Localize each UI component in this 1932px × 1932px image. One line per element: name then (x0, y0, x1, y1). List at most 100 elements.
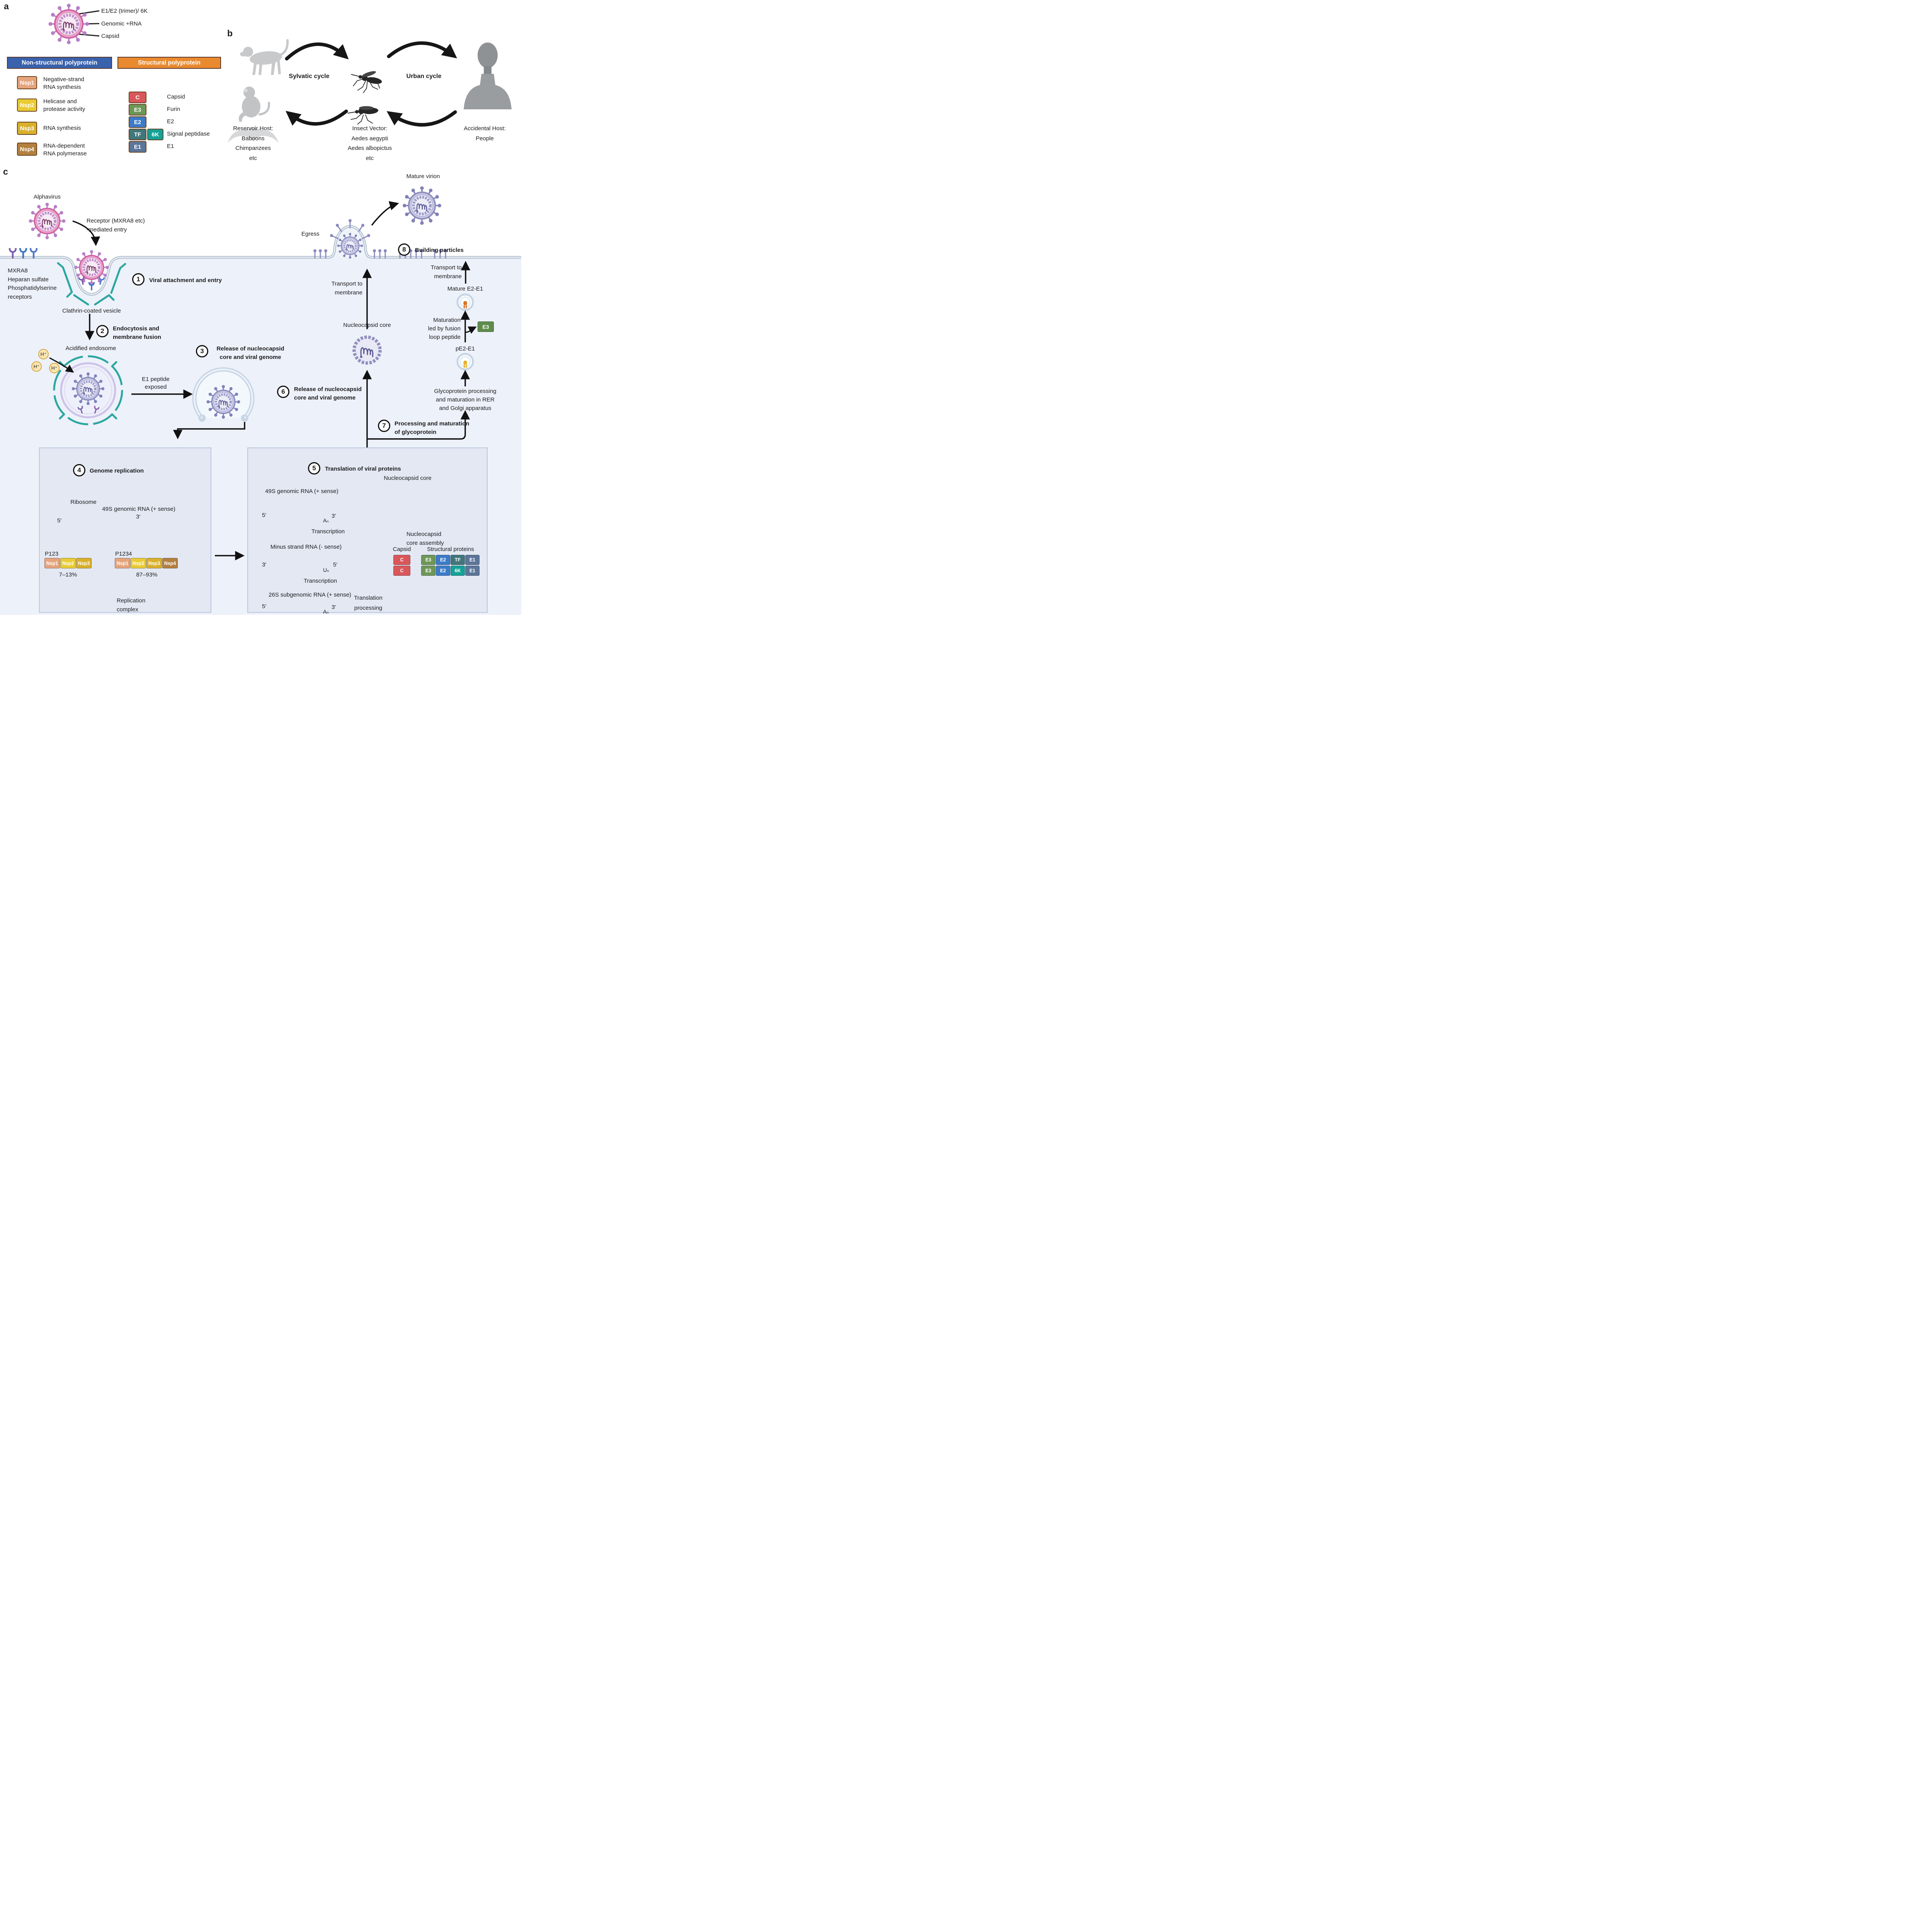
mosquito-icon (347, 106, 379, 125)
step-3-circle: 3 (196, 345, 208, 357)
translation-box (247, 447, 488, 613)
h-plus-ion: H⁺ (49, 363, 60, 373)
nonstructural-header: Non-structural polyprotein (7, 57, 112, 69)
alphavirus-icon (29, 203, 65, 239)
p1234-nsp2: Nsp2 (131, 558, 146, 568)
sp-tf: TF (451, 555, 465, 565)
egress-label: Egress (301, 231, 320, 237)
transcription-label-1: Transcription (311, 528, 345, 535)
step-1-circle: 1 (132, 273, 145, 286)
accidental-host-label: Accidental Host: People (464, 125, 506, 142)
nsp1-badge: Nsp1 (17, 76, 37, 89)
pe2-e1-label: pE2-E1 (455, 345, 475, 352)
mature-virion-label: Mature virion (406, 173, 440, 180)
sp-e1-2: E1 (465, 566, 480, 576)
step-7-label: Processing and maturation of glycoprotei… (395, 420, 469, 435)
subgenomic-label: 26S subgenomic RNA (+ sense) (269, 592, 351, 598)
e2-desc: E2 (167, 118, 174, 125)
reservoir-host-label: Reservoir Host: Baboons Chimpanzees etc (233, 125, 273, 162)
step-5-circle: 5 (308, 462, 320, 474)
human-icon (464, 43, 512, 109)
fusing-endosome-cup (192, 367, 255, 422)
capsid-c-2: C (393, 566, 410, 576)
five-prime-4: 5' (262, 603, 267, 610)
mature-virion-icon (403, 186, 441, 225)
e3-desc: Furin (167, 106, 180, 112)
three-prime-3: 3' (262, 561, 267, 568)
receptor-entry-label: Receptor (MXRA8 etc) -mediated entry (87, 218, 145, 233)
e3-release-arrow (465, 327, 477, 334)
proton-arrow (49, 357, 74, 373)
capsid-label: Capsid (393, 546, 411, 553)
tf-badge: TF (129, 129, 146, 140)
plasma-membrane (0, 225, 521, 296)
five-prime: 5' (57, 517, 62, 524)
figure-alphavirus-lifecycle: a b c E1/E2 (trimer)/ 6K Genomic +RNA Ca… (0, 0, 521, 615)
alphavirus-structure-icon (48, 3, 89, 44)
p1234-nsp1: Nsp1 (115, 558, 130, 568)
nucleocapsid-core-icon (354, 337, 380, 363)
virus-label-capsid: Capsid (101, 33, 119, 39)
mature-e2e1-icon (457, 294, 473, 310)
p123-label: P123 (45, 551, 59, 557)
alphavirus-label: Alphavirus (33, 194, 61, 200)
p1234-nsp4: Nsp4 (162, 558, 178, 568)
sylvatic-cycle-label: Sylvatic cycle (289, 73, 330, 80)
structural-proteins-label: Structural proteins (427, 546, 474, 553)
transcription-label-2: Transcription (304, 578, 337, 584)
p1234-label: P1234 (115, 551, 132, 557)
mosquito-icon (351, 71, 382, 94)
glycoprotein-branch-arrow (367, 410, 470, 440)
e3-badge: E3 (129, 104, 146, 116)
c-badge: C (129, 92, 146, 103)
five-prime-3: 5' (333, 561, 338, 568)
p123-nsp1: Nsp1 (44, 558, 60, 568)
glycoprotein-processing-label: Glycoprotein processing and maturation i… (434, 388, 497, 412)
urban-cycle-label: Urban cycle (406, 73, 442, 80)
pe2-e1-icon (457, 354, 473, 369)
pct-left: 7–13% (59, 571, 77, 578)
e2-badge: E2 (129, 116, 146, 128)
panel-b-label: b (227, 28, 233, 38)
mature-e2e1-label: Mature E2-E1 (447, 286, 483, 292)
step-6-circle: 6 (277, 386, 289, 398)
e1-badge: E1 (129, 141, 146, 153)
step-1-label: Viral attachment and entry (149, 277, 222, 284)
sp-6k: 6K (451, 566, 465, 576)
five-prime-2: 5' (262, 512, 267, 519)
e3-released-badge: E3 (478, 321, 494, 332)
e1-peptide-label: E1 peptide exposed (142, 376, 170, 390)
ribosome-label: Ribosome (70, 499, 97, 505)
sp-e3-2: E3 (421, 566, 435, 576)
core-assembly-label: Nucleocapsid core assembly (406, 531, 444, 546)
e1-desc: E1 (167, 143, 174, 150)
genome-replication-box (39, 447, 211, 613)
acidified-endosome (53, 355, 123, 425)
tf6k-desc: Signal peptidase (167, 131, 210, 137)
pct-right: 87–93% (136, 571, 158, 578)
rna49s-label-2: 49S genomic RNA (+ sense) (265, 488, 338, 495)
nsp3-badge: Nsp3 (17, 122, 37, 135)
virus-label-e1e2: E1/E2 (trimer)/ 6K (101, 8, 148, 14)
poly-a-2: Aₙ (323, 609, 329, 615)
step-7-circle: 7 (378, 420, 390, 432)
p1234-nsp3: Nsp3 (146, 558, 162, 568)
egress-arrow (371, 201, 399, 226)
nsp4-desc: RNA-dependent RNA polymerase (43, 143, 87, 157)
insect-vector-label: Insect Vector: Aedes aegypti Aedes albop… (347, 125, 392, 162)
p123-nsp3: Nsp3 (76, 558, 92, 568)
nsp2-desc: Helicase and protease activity (43, 98, 85, 112)
acidified-endosome-label: Acidified endosome (65, 345, 116, 352)
nsp1-desc: Negative-strand RNA synthesis (43, 76, 84, 90)
step-2-circle: 2 (96, 325, 109, 337)
6k-badge: 6K (147, 129, 163, 140)
bat-icon (228, 126, 279, 143)
step-8-circle: 8 (398, 243, 410, 256)
clathrin-coat (57, 262, 126, 306)
step-4-label: Genome replication (90, 468, 144, 474)
h-plus-ion: H⁺ (31, 361, 42, 372)
replication-complex-label: Replication complex (117, 597, 146, 613)
nsp2-badge: Nsp2 (17, 99, 37, 112)
receptor-list-label: MXRA8 Heparan sulfate Phosphatidylserine… (8, 267, 57, 300)
monkey-icon (238, 87, 270, 122)
